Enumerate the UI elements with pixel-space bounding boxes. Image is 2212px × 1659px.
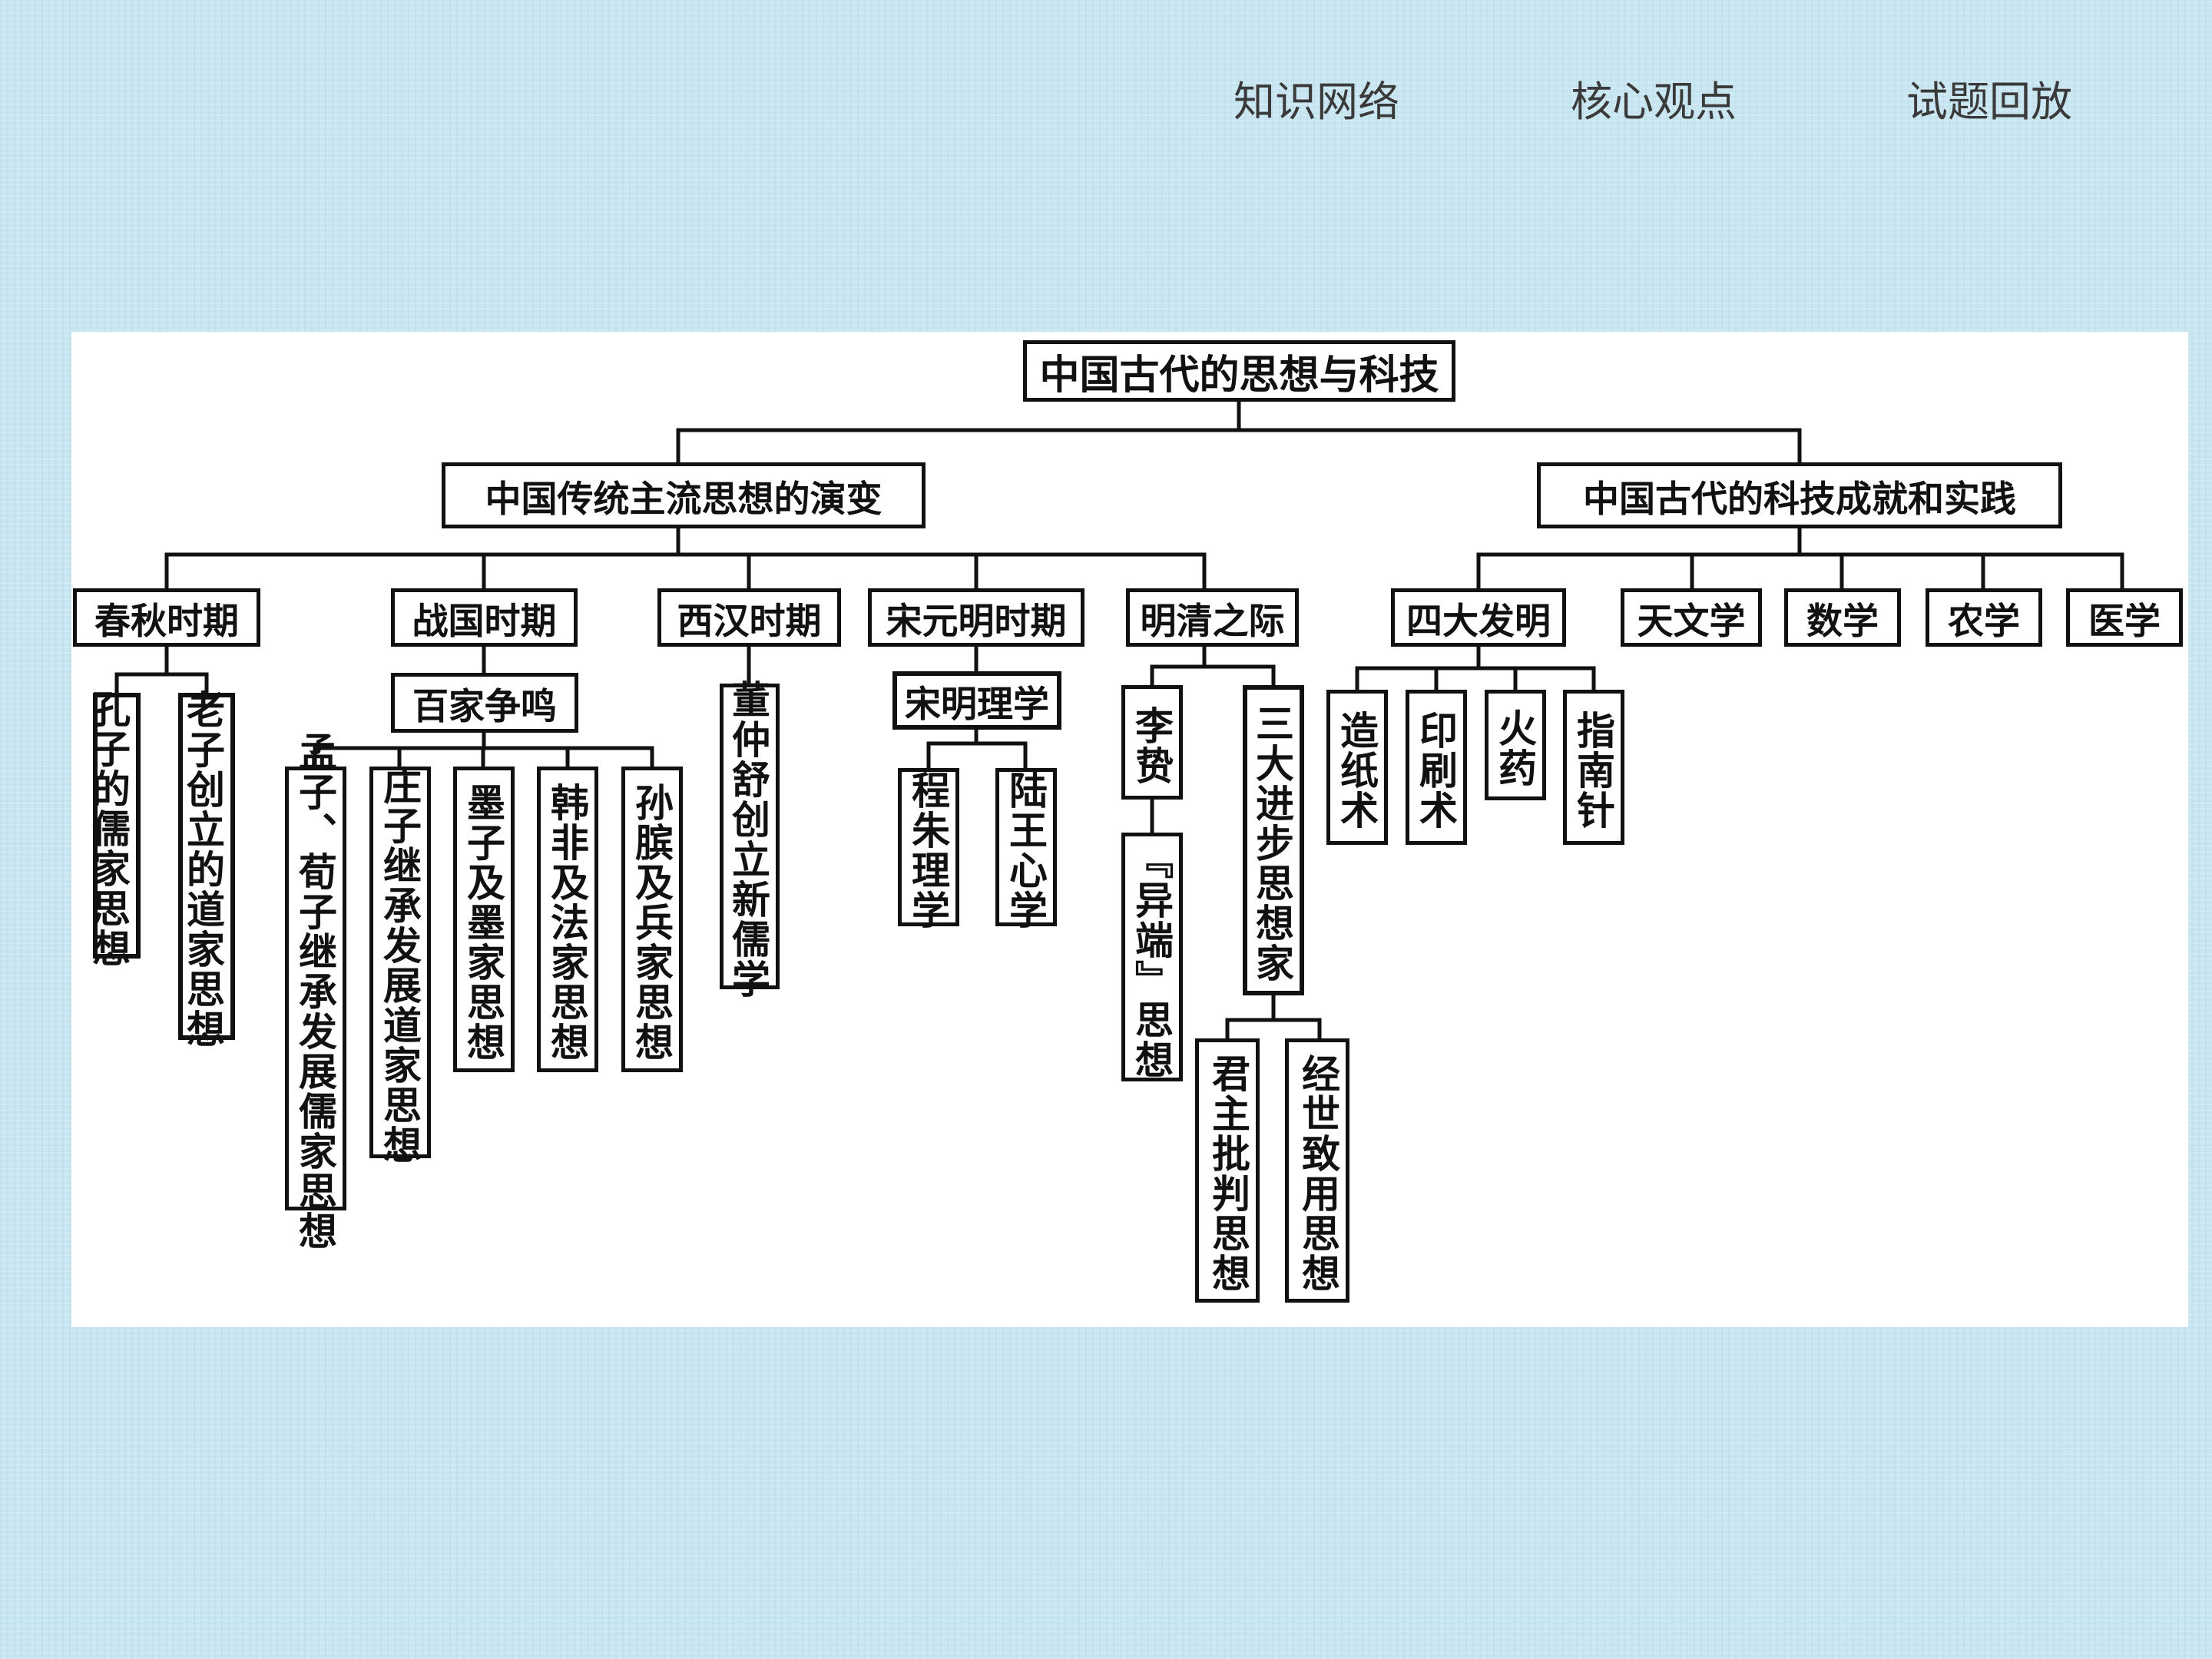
node-kongzi: 孔子的儒家思想 [86, 689, 141, 969]
connector-lines [114, 398, 2124, 1041]
nav-exam-review[interactable]: 试题回放 [1906, 78, 2072, 126]
node-mozi: 墨子及墨家思想 [453, 767, 515, 1072]
node-hanfei: 韩非及法家思想 [537, 767, 598, 1072]
tech-astronomy: 天文学 [1621, 588, 1762, 647]
tech-achievement-node: 中国古代的科技成就和实践 [1537, 462, 2062, 528]
period-songyuanming: 宋元明时期 [868, 588, 1084, 647]
period-chunqiu: 春秋时期 [73, 588, 260, 647]
node-junzhu-pipan: 君主批判思想 [1195, 1038, 1260, 1303]
diagram-panel: 中国古代的思想与科技 中国传统主流思想的演变 中国古代的科技成就和实践 春秋时期… [71, 332, 2188, 1327]
tech-mathematics: 数学 [1784, 588, 1901, 647]
period-zhanguo: 战国时期 [391, 588, 578, 647]
node-luwang: 陆王心学 [995, 768, 1057, 930]
tech-sida: 四大发明 [1391, 588, 1566, 647]
nav-core-views[interactable]: 核心观点 [1571, 78, 1737, 126]
node-yinshua: 印刷术 [1406, 690, 1467, 845]
node-laozi: 老子创立的道家思想 [178, 690, 235, 1049]
tech-medicine: 医学 [2066, 588, 2183, 647]
node-songming-lixue: 宋明理学 [892, 671, 1061, 730]
node-jingshi-zhiyong: 经世致用思想 [1285, 1038, 1349, 1303]
node-sunbin: 孙膑及兵家思想 [621, 767, 683, 1072]
node-zaozhi: 造纸术 [1326, 690, 1388, 845]
period-xihan: 西汉时期 [657, 588, 841, 647]
node-sanda-sixiangjia: 三大进步思想家 [1243, 685, 1304, 995]
node-zhinanzhen: 指南针 [1563, 690, 1624, 845]
top-nav: 知识网络 核心观点 试题回放 [0, 68, 2212, 129]
root-node: 中国古代的思想与科技 [1023, 340, 1455, 402]
thought-evolution-node: 中国传统主流思想的演变 [442, 462, 926, 528]
node-baijia: 百家争鸣 [391, 673, 578, 733]
node-huoyao: 火药 [1485, 690, 1546, 800]
node-dongzhongshu: 董仲舒创立新儒学 [720, 680, 780, 999]
tech-agriculture: 农学 [1926, 588, 2042, 647]
period-mingqing: 明清之际 [1126, 588, 1299, 647]
nav-knowledge-network[interactable]: 知识网络 [1233, 78, 1399, 126]
node-yiduan: 『异端』思想 [1121, 833, 1183, 1081]
node-chengzhu: 程朱理学 [898, 768, 959, 930]
node-zhuangzi: 庄子继承发展道家思想 [369, 766, 431, 1165]
node-mengzi-xunzi: 孟子、荀子继承发展儒家思想 [285, 732, 346, 1251]
node-lizhi: 李贽 [1121, 685, 1183, 800]
